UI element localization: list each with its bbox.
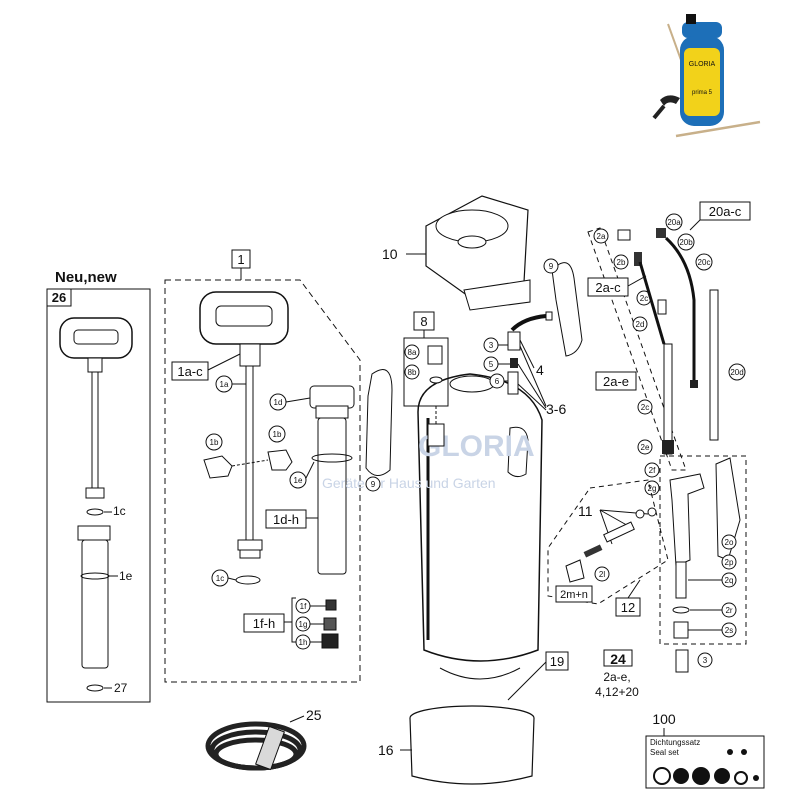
- label-2d: 2d: [636, 320, 645, 329]
- label-3-bottom: 3: [703, 656, 708, 665]
- label-1d-h: 1d-h: [273, 512, 299, 527]
- label-11: 11: [578, 503, 593, 519]
- pump-cylinder-cap: [309, 385, 355, 409]
- label-20c: 20c: [698, 258, 711, 267]
- label-24: 24: [610, 651, 626, 667]
- piston-rod-26: [91, 371, 99, 495]
- product-photo: GLORIA prima 5: [652, 14, 761, 138]
- label-25: 25: [306, 707, 322, 723]
- section-lance-2: 2a 2b 2a-c 2c 2d 2a-e 2c 2e: [587, 227, 687, 471]
- label-3: 3: [489, 341, 494, 350]
- label-1a: 1a: [220, 380, 229, 389]
- section-handle-valve: 2f 2g 2o 2p 2q 2r 2s 3: [644, 455, 747, 673]
- label-1h: 1h: [299, 638, 308, 647]
- seal-set-title-de: Dichtungssatz: [650, 738, 700, 747]
- label-9-right: 9: [549, 262, 554, 271]
- section-new-title: Neu,new: [55, 269, 117, 286]
- label-19: 19: [550, 654, 564, 669]
- label-1g: 1g: [299, 620, 308, 629]
- strap-9-right: [551, 262, 583, 357]
- label-8: 8: [420, 314, 427, 329]
- box-26-frame: [46, 288, 72, 307]
- label-2r: 2r: [725, 606, 732, 615]
- label-100: 100: [652, 711, 676, 727]
- label-4: 4: [536, 362, 544, 378]
- label-1d: 1d: [274, 398, 283, 407]
- label-1e-right: 1e: [294, 476, 303, 485]
- hose-25: [205, 721, 307, 771]
- label-1c-left: 1c: [113, 504, 126, 518]
- photo-brand-text: GLORIA: [689, 61, 716, 68]
- section-3-6: 3 5 6 4 3-6: [483, 311, 566, 417]
- label-12: 12: [621, 600, 635, 615]
- label-2e: 2e: [641, 443, 650, 452]
- label-3-6: 3-6: [546, 401, 566, 417]
- section-nozzle-11-12: 11 2l 2m+n 12: [547, 479, 669, 617]
- label-2q: 2q: [725, 576, 734, 585]
- section-lance-20: 20a-c 20a 20b 20c 20d: [656, 201, 751, 441]
- extension-20d: [709, 289, 719, 441]
- label-2g: 2g: [648, 484, 657, 493]
- label-20d: 20d: [730, 368, 743, 377]
- label-9-left: 9: [371, 480, 376, 489]
- label-20b: 20b: [679, 238, 693, 247]
- tank-group: 10 GLORIA Geräte für Haus und Garten 9 9…: [205, 195, 583, 785]
- section-24: 24 2a-e, 4,12+20: [595, 649, 639, 699]
- label-27: 27: [114, 681, 128, 695]
- label-24-note-2: 4,12+20: [595, 685, 639, 699]
- label-1a-c: 1a-c: [177, 364, 203, 379]
- section-pump-1: 1 1a-c 1a 1b 1b 1c 1d: [164, 249, 361, 683]
- label-8b: 8b: [408, 368, 417, 377]
- tank-body: [417, 373, 543, 662]
- label-2f: 2f: [649, 466, 656, 475]
- section-seal-set-100: 100 Dichtungssatz Seal set: [645, 711, 765, 789]
- label-1: 1: [237, 252, 244, 267]
- label-2l: 2l: [599, 570, 605, 579]
- label-2m-n: 2m+n: [560, 589, 588, 601]
- watermark-subtitle: Geräte für Haus und Garten: [322, 475, 496, 491]
- label-16: 16: [378, 742, 394, 758]
- label-2c-top: 2c: [640, 294, 648, 303]
- photo-model-text: prima 5: [692, 90, 713, 96]
- label-2a-c: 2a-c: [595, 280, 621, 295]
- label-6: 6: [495, 377, 500, 386]
- label-2b: 2b: [617, 258, 626, 267]
- handle-valve-body: [669, 473, 705, 567]
- label-2o: 2o: [725, 538, 734, 547]
- box-26-label: 26: [52, 290, 66, 305]
- label-2s: 2s: [725, 626, 733, 635]
- pump-rod: [245, 365, 254, 543]
- label-2a-e: 2a-e: [603, 374, 629, 389]
- label-20a-c: 20a-c: [709, 204, 742, 219]
- cylinder-26: [81, 539, 109, 669]
- label-20a: 20a: [667, 218, 681, 227]
- label-5: 5: [489, 360, 494, 369]
- pump-cylinder: [317, 417, 347, 575]
- strap-9-left: [365, 369, 393, 476]
- label-1e-left: 1e: [119, 569, 133, 583]
- label-2a: 2a: [597, 232, 606, 241]
- label-2p: 2p: [725, 558, 734, 567]
- section-new-26: Neu,new 26 1c 1e 27: [46, 269, 151, 703]
- label-1f-h: 1f-h: [253, 616, 275, 631]
- label-1f: 1f: [300, 602, 307, 611]
- label-8a: 8a: [408, 348, 417, 357]
- label-1c-right: 1c: [216, 574, 224, 583]
- seal-set-title-en: Seal set: [650, 748, 680, 757]
- label-24-note-1: 2a-e,: [603, 670, 630, 684]
- label-1b-left: 1b: [210, 438, 219, 447]
- label-10: 10: [382, 246, 398, 262]
- label-2c-mid: 2c: [641, 403, 649, 412]
- section-valve-8: 8 8a 8b: [403, 311, 449, 447]
- label-1b-right: 1b: [273, 430, 282, 439]
